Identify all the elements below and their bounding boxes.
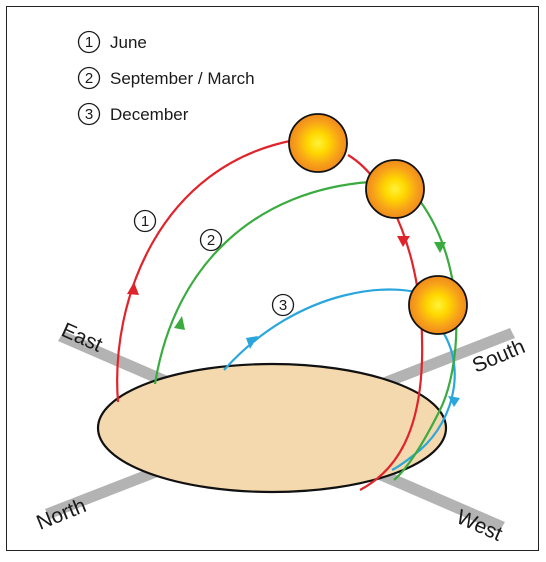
horizon-plane	[96, 362, 448, 494]
legend-item-december: 3 December	[77, 102, 189, 126]
sun-june	[288, 113, 348, 173]
sun-icon	[408, 275, 468, 335]
sun-equinox	[365, 159, 425, 219]
path-marker-december: 3	[271, 293, 295, 317]
legend-number-badge	[77, 30, 101, 54]
legend-number: 2	[85, 70, 93, 87]
legend-item-equinox: 2 September / March	[77, 66, 255, 90]
legend-number-badge	[77, 102, 101, 126]
equinox-arrow-set	[434, 242, 446, 253]
path-marker-equinox: 2	[199, 228, 223, 252]
legend-number: 1	[85, 34, 93, 51]
equinox-path	[153, 180, 458, 481]
sun-icon	[288, 113, 348, 173]
june-arrow-rise	[127, 282, 139, 295]
path-marker-number: 2	[207, 232, 215, 249]
path-marker-number: 3	[279, 297, 287, 314]
path-marker-number: 1	[141, 213, 149, 230]
legend-label-december: December	[110, 105, 189, 124]
legend-label-june: June	[110, 33, 147, 52]
sun-icon	[365, 159, 425, 219]
path-marker-june: 1	[133, 209, 157, 233]
direction-north: North	[33, 494, 89, 535]
december-arrow-rise	[246, 336, 258, 349]
legend-number: 3	[85, 106, 93, 123]
legend-number-badge	[77, 66, 101, 90]
legend-item-june: 1 June	[77, 30, 147, 54]
december-arrow-set	[448, 396, 460, 407]
legend-label-equinox: September / March	[110, 69, 255, 88]
equinox-arrow-rise	[174, 316, 185, 330]
sun-december	[408, 275, 468, 335]
june-arrow-set	[397, 236, 410, 247]
legend: 1 June 2 September / March 3 December	[77, 30, 255, 126]
